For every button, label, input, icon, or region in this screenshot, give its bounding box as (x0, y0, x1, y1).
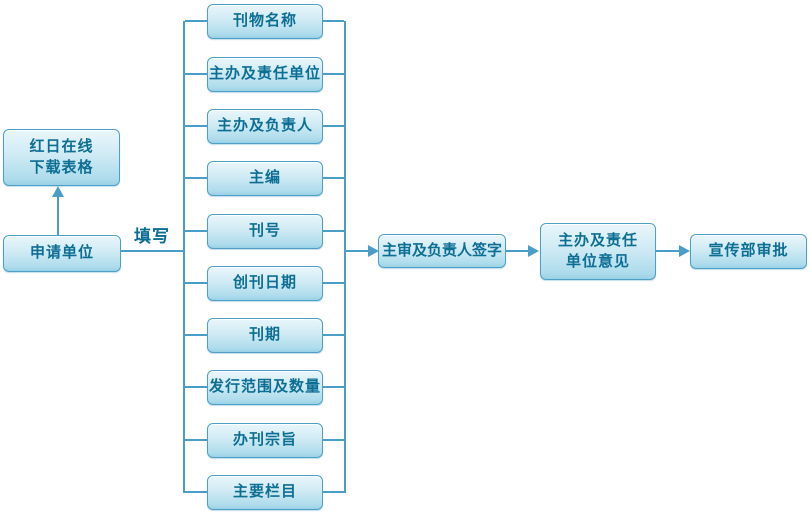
stub-left-1 (185, 20, 207, 22)
stub-right-2 (323, 73, 344, 75)
rail-right-line (344, 21, 346, 493)
stub-left-2 (185, 73, 207, 75)
stub-left-10 (185, 491, 207, 493)
stub-left-6 (185, 282, 207, 284)
arrow-up-icon (52, 186, 64, 197)
node-field-main-columns: 主要栏目 (207, 475, 323, 510)
arrow-right-icon-2 (528, 245, 539, 257)
arrow-right-icon-1 (368, 245, 379, 257)
node-field-founding-date: 创刊日期 (207, 266, 323, 301)
stub-left-9 (185, 439, 207, 441)
node-review-sign: 主审及负责人签字 (378, 234, 506, 268)
connector-apply-to-download-line (57, 197, 59, 235)
node-propaganda-approval: 宣传部审批 (690, 234, 807, 269)
connector-opinion-to-approval-line (656, 250, 680, 252)
node-field-sponsor-person-in-charge: 主办及负责人 (207, 109, 323, 144)
arrow-right-icon-3 (679, 245, 690, 257)
stub-right-1 (323, 20, 344, 22)
node-field-issue-number: 刊号 (207, 214, 323, 249)
stub-right-10 (323, 491, 344, 493)
stub-right-6 (323, 282, 344, 284)
connector-sign-to-opinion-line (506, 250, 529, 252)
connector-apply-to-fields-line (121, 250, 184, 252)
node-field-distribution-scope-quantity: 发行范围及数量 (207, 370, 323, 405)
stub-left-3 (185, 125, 207, 127)
node-field-publication-name: 刊物名称 (207, 4, 323, 39)
stub-left-4 (185, 177, 207, 179)
node-field-publication-period: 刊期 (207, 318, 323, 353)
edge-label-fill: 填写 (134, 227, 170, 246)
stub-right-3 (323, 125, 344, 127)
stub-right-7 (323, 334, 344, 336)
node-apply-unit: 申请单位 (3, 235, 121, 272)
connector-rail-to-sign-line (346, 250, 369, 252)
rail-left-line (183, 21, 185, 493)
stub-left-5 (185, 230, 207, 232)
stub-right-9 (323, 439, 344, 441)
node-field-sponsor-responsible-unit: 主办及责任单位 (207, 57, 323, 92)
stub-left-8 (185, 386, 207, 388)
node-sponsor-opinion: 主办及责任 单位意见 (540, 223, 656, 280)
stub-right-4 (323, 177, 344, 179)
node-download-form: 红日在线 下载表格 (3, 129, 120, 186)
stub-left-7 (185, 334, 207, 336)
stub-right-5 (323, 230, 344, 232)
stub-right-8 (323, 386, 344, 388)
node-field-publication-purpose: 办刊宗旨 (207, 423, 323, 458)
node-field-chief-editor: 主编 (207, 161, 323, 196)
